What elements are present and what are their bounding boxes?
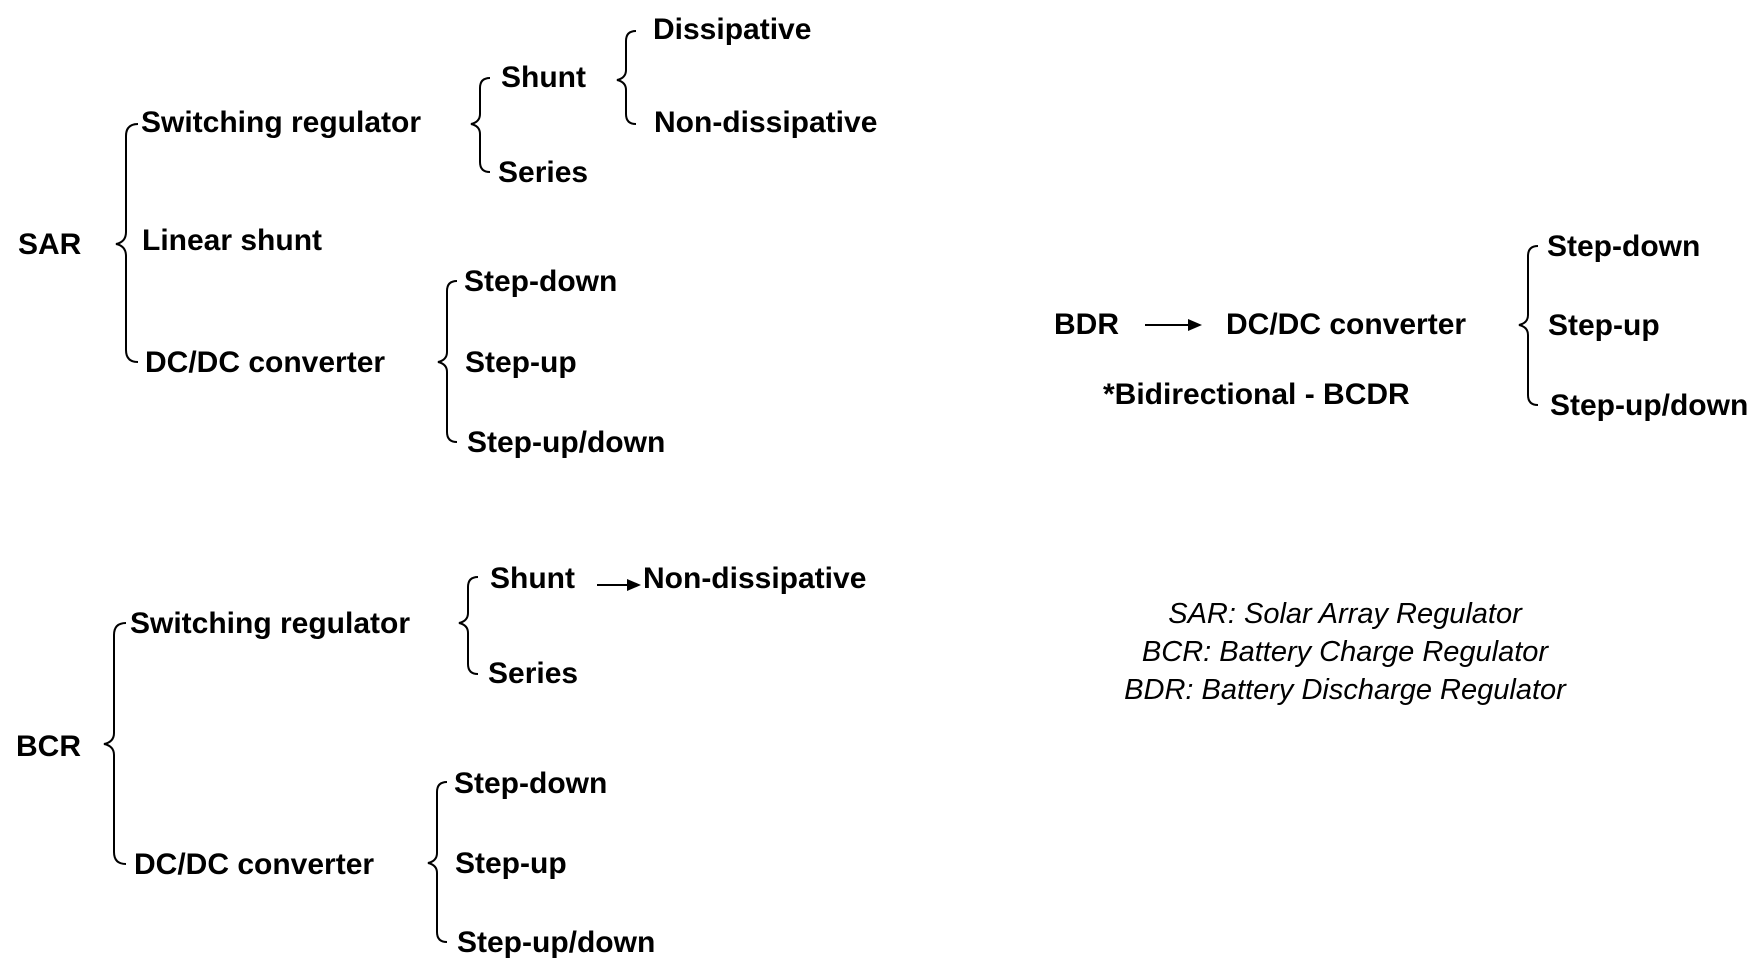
- bcr-step-up-down-label: Step-up/down: [457, 926, 656, 959]
- bcr-dcdc-converter-label: DC/DC converter: [134, 848, 375, 881]
- bcr-step-up-label: Step-up: [455, 847, 567, 880]
- bdr-step-up-down-label: Step-up/down: [1550, 389, 1749, 422]
- sar-dcdc-brace: [437, 280, 458, 443]
- bcr-dcdc-brace: [427, 781, 448, 943]
- sar-brace: [115, 123, 139, 363]
- sar-step-up-label: Step-up: [465, 346, 577, 379]
- sar-series-label: Series: [498, 156, 589, 189]
- sar-step-up-down-label: Step-up/down: [467, 426, 666, 459]
- bdr-step-up-label: Step-up: [1548, 309, 1660, 342]
- bcr-brace: [103, 622, 127, 865]
- sar-dissipative-label: Dissipative: [653, 13, 812, 46]
- bdr-dcdc-converter-label: DC/DC converter: [1226, 308, 1467, 341]
- sar-shunt-label: Shunt: [501, 61, 586, 94]
- bcr-root-label: BCR: [16, 730, 81, 763]
- bdr-root-label: BDR: [1054, 308, 1119, 341]
- sar-switching-brace: [470, 77, 491, 173]
- sar-linear-shunt-label: Linear shunt: [142, 224, 323, 257]
- sar-shunt-brace: [616, 30, 637, 125]
- legend: SAR: Solar Array Regulator BCR: Battery …: [1095, 595, 1595, 715]
- bcr-shunt-arrowhead: [627, 579, 641, 591]
- bcr-shunt-label: Shunt: [490, 562, 575, 595]
- sar-root-label: SAR: [18, 228, 82, 261]
- sar-dcdc-converter-label: DC/DC converter: [145, 346, 386, 379]
- bcr-shunt-non-dissipative-label: Non-dissipative: [643, 562, 867, 595]
- sar-non-dissipative-label: Non-dissipative: [654, 106, 878, 139]
- bcr-series-label: Series: [488, 657, 579, 690]
- sar-step-down-label: Step-down: [464, 265, 618, 298]
- legend-bcr: BCR: Battery Charge Regulator: [1141, 636, 1549, 668]
- bcr-switching-brace: [458, 576, 479, 675]
- bdr-dcdc-brace: [1518, 245, 1539, 406]
- sar-switching-regulator-label: Switching regulator: [141, 106, 422, 139]
- bcr-step-down-label: Step-down: [454, 767, 608, 800]
- bcr-switching-regulator-label: Switching regulator: [130, 607, 411, 640]
- legend-sar: SAR: Solar Array Regulator: [1168, 598, 1522, 630]
- bdr-arrowhead: [1188, 319, 1202, 331]
- bdr-bidirectional-note: *Bidirectional - BCDR: [1103, 378, 1410, 411]
- legend-bdr: BDR: Battery Discharge Regulator: [1124, 674, 1566, 706]
- bdr-step-down-label: Step-down: [1547, 230, 1701, 263]
